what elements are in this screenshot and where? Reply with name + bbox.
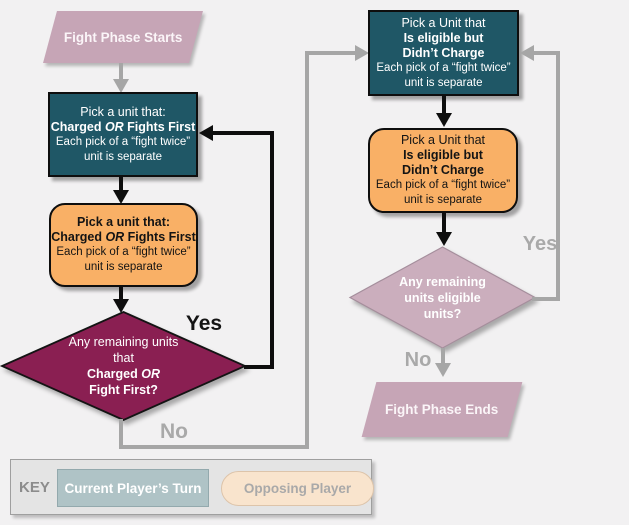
node-text-line: Didn’t Charge bbox=[402, 163, 484, 177]
node-fight-phase-starts-label: Fight Phase Starts bbox=[63, 29, 183, 45]
edge-left-no-h1 bbox=[119, 445, 309, 449]
node-text-line: Pick a Unit that bbox=[400, 133, 486, 147]
edge-right-yes-h2 bbox=[534, 51, 560, 55]
key-legend: KEY Current Player’s Turn Opposing Playe… bbox=[10, 459, 374, 515]
node-text-line: Pick a Unit that bbox=[401, 15, 486, 30]
node-text-line: Is eligible but bbox=[403, 148, 483, 162]
text-part: Charged bbox=[50, 119, 105, 134]
key-title: KEY bbox=[19, 478, 50, 496]
edge-orange-to-diamond-right bbox=[442, 213, 446, 233]
edge-left-yes-h1 bbox=[244, 365, 274, 369]
arrow-left-icon bbox=[520, 45, 534, 61]
edge-right-yes-h1 bbox=[532, 297, 560, 301]
arrow-down-icon bbox=[436, 232, 452, 246]
node-text-line: Charged OR Fights First bbox=[51, 230, 195, 245]
edge-left-no-v2 bbox=[305, 51, 309, 449]
node-text-line: units eligible bbox=[404, 290, 481, 305]
node-pick-unit-eligible-opposing: Pick a Unit that Is eligible but Didn’t … bbox=[368, 128, 518, 213]
edge-teal-to-orange-right bbox=[442, 96, 446, 114]
diamond-text: Any remaining units eligible units? bbox=[350, 247, 535, 348]
node-text-line: Pick a unit that: bbox=[76, 215, 171, 229]
node-fight-phase-starts: Fight Phase Starts bbox=[43, 11, 203, 63]
edge-left-no-v1 bbox=[119, 419, 123, 449]
node-text-line: unit is separate bbox=[84, 150, 162, 163]
edge-left-yes-v bbox=[270, 131, 274, 369]
node-pick-unit-eligible-current: Pick a Unit that Is eligible but Didn’t … bbox=[368, 10, 519, 96]
label-right-yes: Yes bbox=[522, 233, 558, 255]
arrow-down-icon bbox=[113, 190, 129, 204]
text-part: Charged bbox=[87, 367, 142, 381]
arrow-left-icon bbox=[199, 125, 213, 141]
arrow-down-icon bbox=[113, 79, 129, 93]
edge-right-no-v bbox=[441, 348, 445, 364]
key-opposing-player-label: Opposing Player bbox=[243, 481, 352, 496]
label-right-no: No bbox=[404, 349, 432, 371]
node-pick-unit-charged-current: Pick a unit that: Charged OR Fights Firs… bbox=[48, 92, 198, 177]
node-fight-phase-ends: Fight Phase Ends bbox=[361, 382, 523, 437]
node-text-line: Fight First? bbox=[89, 383, 158, 397]
node-fight-phase-ends-label: Fight Phase Ends bbox=[385, 402, 499, 417]
edge-teal-to-orange-left bbox=[119, 177, 123, 191]
text-part-or: OR bbox=[141, 367, 160, 381]
node-text-line: Each pick of a “fight twice” bbox=[375, 179, 511, 191]
edge-orange-to-diamond-left bbox=[119, 287, 123, 300]
node-text-line: Any remaining bbox=[399, 274, 486, 289]
edge-left-yes-h2 bbox=[212, 131, 274, 135]
diamond-shape-icon bbox=[2, 312, 245, 420]
node-text-line: Charged OR bbox=[87, 366, 160, 382]
node-text-line: unit is separate bbox=[404, 194, 482, 206]
diamond-text: Any remaining units that Charged OR Figh… bbox=[2, 312, 245, 420]
arrow-down-icon bbox=[435, 363, 451, 377]
node-text-line: Pick a unit that: bbox=[80, 104, 166, 119]
node-text-line: units? bbox=[423, 306, 462, 321]
node-text-line: Charged OR Fights First bbox=[51, 120, 195, 135]
label-left-no: No bbox=[160, 420, 188, 443]
label-left-yes: Yes bbox=[185, 312, 223, 335]
text-part: Charged bbox=[51, 230, 106, 244]
node-text-line: Is eligible but bbox=[403, 30, 484, 45]
node-decision-remaining-charged: Any remaining units that Charged OR Figh… bbox=[2, 312, 245, 420]
key-current-player-label: Current Player’s Turn bbox=[64, 480, 202, 496]
node-pick-unit-charged-opposing: Pick a unit that: Charged OR Fights Firs… bbox=[49, 203, 198, 287]
node-text-line: Any remaining units bbox=[68, 335, 179, 349]
arrow-right-icon bbox=[355, 45, 369, 61]
text-part: Fights First bbox=[124, 230, 196, 244]
text-part-or: OR bbox=[105, 230, 125, 244]
text-part: Fights First bbox=[123, 119, 196, 134]
node-text-line: unit is separate bbox=[404, 76, 483, 89]
arrow-down-icon bbox=[436, 113, 452, 127]
node-decision-remaining-eligible: Any remaining units eligible units? bbox=[350, 247, 535, 348]
key-opposing-player-swatch: Opposing Player bbox=[221, 471, 374, 506]
node-text-line: unit is separate bbox=[84, 261, 163, 273]
node-text-line: Didn’t Charge bbox=[402, 45, 485, 60]
arrow-down-icon bbox=[113, 299, 129, 313]
node-text-line: Each pick of a “fight twice” bbox=[56, 246, 191, 258]
key-current-player-swatch: Current Player’s Turn bbox=[57, 469, 209, 507]
edge-right-yes-v bbox=[556, 51, 560, 301]
text-part-or: OR bbox=[104, 119, 124, 134]
edge-start-to-teal bbox=[119, 63, 123, 80]
edge-left-no-h2 bbox=[305, 51, 356, 55]
node-text-line: Each pick of a “fight twice” bbox=[376, 61, 511, 74]
node-text-line: that bbox=[113, 351, 134, 365]
node-text-line: Each pick of a “fight twice” bbox=[55, 135, 191, 148]
